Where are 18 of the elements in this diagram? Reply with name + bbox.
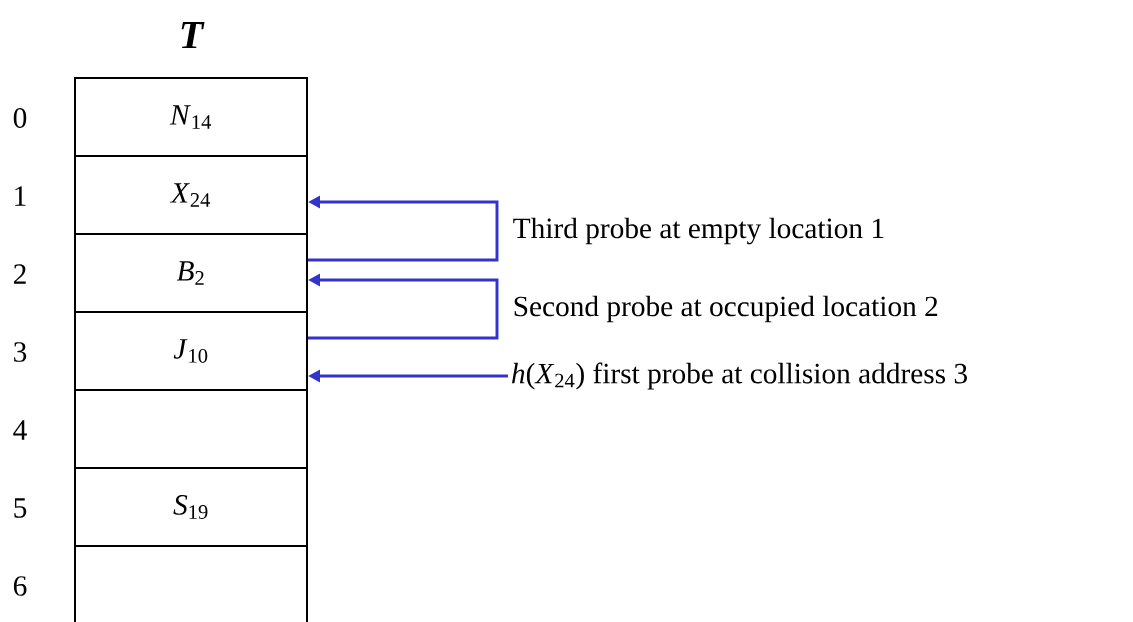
table-cell: N$_{14}$ xyxy=(74,77,308,157)
table-cell: B$_{2}$ xyxy=(74,233,308,313)
row-index: 0 xyxy=(13,108,27,128)
row-index: 2 xyxy=(13,264,26,284)
row-index: 6 xyxy=(13,576,27,596)
empty-cell xyxy=(74,545,308,622)
annotation-text: h(X$_{24}$) first probe at collision address 3 xyxy=(512,362,967,390)
empty-cell xyxy=(74,389,308,469)
edge-label: Third probe at empty location 1 xyxy=(513,217,884,245)
table-title: T xyxy=(181,21,205,49)
row-index: 4 xyxy=(13,420,27,440)
table-cell: S$_{19}$ xyxy=(74,467,308,547)
row-index: 3 xyxy=(14,342,27,362)
row-index: 1 xyxy=(15,186,26,206)
table-cell: J$_{10}$ xyxy=(74,311,308,391)
edge-label: Second probe at occupied location 2 xyxy=(514,295,938,323)
table-cell: X$_{24}$ xyxy=(74,155,308,235)
row-index: 5 xyxy=(14,498,27,518)
